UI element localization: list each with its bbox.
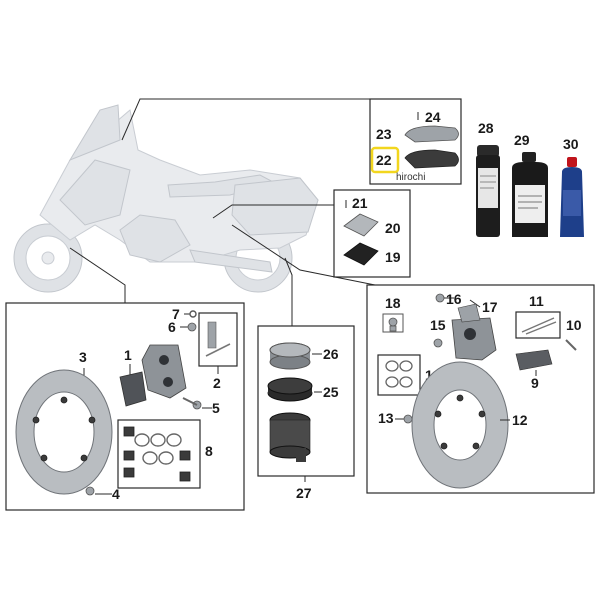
cap-part-26: 26	[269, 342, 339, 370]
highlight-frame	[370, 146, 400, 174]
reservoir-cover-part-23: 23	[376, 125, 459, 143]
callout-16: 16	[446, 291, 462, 307]
callout-15: 15	[430, 317, 446, 333]
bolt-part-13: 13	[378, 410, 413, 426]
callout-9: 9	[531, 375, 539, 391]
callout-24: 24	[425, 109, 441, 125]
motorcycle-illustration	[13, 104, 319, 293]
callout-27: 27	[296, 485, 312, 501]
screw-part-24: 24	[417, 109, 441, 125]
callout-5: 5	[212, 400, 220, 416]
front-brake-group: 3 4 1 2	[5, 302, 245, 511]
pad-spring-box-part-11: 11	[515, 293, 561, 339]
callout-4: 4	[112, 486, 120, 502]
bolt-part-4: 4	[85, 486, 120, 502]
callout-12: 12	[512, 412, 528, 428]
callout-3: 3	[79, 349, 87, 365]
callout-29: 29	[514, 132, 530, 148]
pin-part-10: 10	[565, 317, 582, 351]
diaphragm-part-25: 25	[267, 377, 339, 402]
pads-part-9: 9	[515, 349, 553, 391]
grease-tube-part-28: 28	[476, 120, 500, 237]
cover-part-20: 20	[343, 213, 401, 237]
callout-25: 25	[323, 384, 339, 400]
callout-17: 17	[482, 299, 498, 315]
pad-spring-box-part-2: 2	[198, 312, 238, 391]
callout-7: 7	[172, 306, 180, 322]
callout-11: 11	[529, 293, 544, 309]
rear-disc-part-12: 12	[411, 361, 528, 489]
reservoir-cover-group: 24 23 22 hirochi	[369, 98, 462, 185]
seal-kit-part-8: 8	[117, 419, 213, 489]
fluid-reservoir-group: 26 25 27	[257, 325, 355, 501]
rear-brake-group: 18 16 17 15 11 10	[366, 284, 595, 494]
caliper-part-1: 1	[119, 344, 187, 407]
callout-21: 21	[352, 195, 368, 211]
valve-part-18: 18	[382, 295, 404, 333]
screw-part-21: 21	[345, 195, 368, 211]
seal-part-19: 19	[343, 242, 401, 266]
callout-30: 30	[563, 136, 579, 152]
callout-18: 18	[385, 295, 401, 311]
pin-part-6: 6	[168, 319, 197, 335]
clip-part-7: 7	[172, 306, 197, 322]
callout-2: 2	[213, 375, 221, 391]
callout-26: 26	[323, 346, 339, 362]
oil-bottle-part-29: 29	[512, 132, 548, 237]
callout-22: 22	[376, 152, 392, 168]
bleeder-part-15: 15	[430, 317, 446, 348]
bolts-part-16-17: 16 17	[435, 291, 498, 315]
callout-19: 19	[385, 249, 401, 265]
leader-lines	[69, 98, 376, 326]
callout-20: 20	[385, 220, 401, 236]
callout-23: 23	[376, 126, 392, 142]
reservoir-membrane-part-22: 22 hirochi	[370, 146, 459, 183]
callout-28: 28	[478, 120, 494, 136]
fluid-products: 28 29 30	[476, 120, 584, 237]
callout-8: 8	[205, 443, 213, 459]
bolt-part-5: 5	[182, 397, 220, 416]
callout-1: 1	[124, 347, 132, 363]
disc-part-3: 3	[15, 349, 113, 495]
brake-fluid-bottle-part-30: 30	[560, 136, 584, 237]
callout-10: 10	[566, 317, 582, 333]
watermark: hirochi	[396, 172, 425, 183]
reservoir-part-27: 27	[269, 412, 312, 501]
callout-13: 13	[378, 410, 394, 426]
caps-group: 21 20 19	[333, 189, 411, 278]
rear-caliper	[451, 303, 497, 361]
callout-6: 6	[168, 319, 176, 335]
